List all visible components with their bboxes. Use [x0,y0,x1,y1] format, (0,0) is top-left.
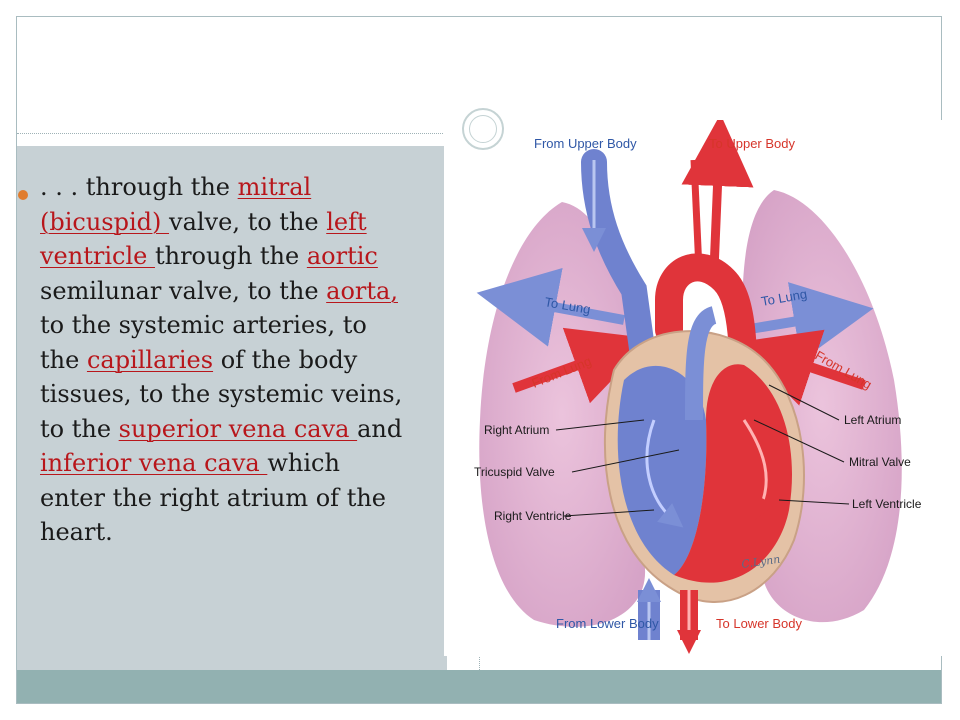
artist-signature: C.Lynn [741,553,781,571]
heart-diagram-svg: From Upper Body To Upper Body To Lung To… [474,120,922,654]
text-run: semilunar valve, to the [40,276,327,305]
label-from-lower-body: From Lower Body [556,616,659,631]
hyperlink-term[interactable]: aortic [306,242,378,270]
label-to-lower-body: To Lower Body [716,616,802,631]
label-mitral-valve: Mitral Valve [849,455,911,469]
text-run: . . . through the [40,173,238,201]
label-right-atrium: Right Atrium [484,423,549,437]
hyperlink-term[interactable]: aorta, [326,276,398,305]
hyperlink-term[interactable]: inferior vena cava [40,449,268,477]
text-run: through the [154,242,307,270]
hyperlink-term[interactable]: mitral (bicuspid) [40,173,312,236]
text-run: and [357,414,403,443]
bullet-text: . . . through the mitral (bicuspid) valv… [40,170,410,550]
left-heart [674,364,792,583]
hyperlink-term[interactable]: capillaries [86,345,214,374]
right-heart [617,365,707,575]
label-left-ventricle: Left Ventricle [852,497,922,511]
decorative-ring-icon [462,108,504,150]
heart-circulation-diagram: From Upper Body To Upper Body To Lung To… [444,120,944,656]
label-tricuspid-valve: Tricuspid Valve [474,465,555,479]
text-run: valve, to the [169,207,327,236]
hyperlink-term[interactable]: superior vena cava [118,414,358,443]
footer-bar [17,670,941,703]
text-run: which enter the right atrium of the hear… [40,449,386,546]
text-run: of the body tissues, to the systemic vei… [40,345,403,443]
label-to-upper-body: To Upper Body [709,136,795,151]
title-divider [17,133,447,134]
label-right-ventricle: Right Ventricle [494,509,572,523]
bullet-icon [18,190,28,200]
content-panel [17,146,447,670]
text-run: to the systemic arteries, to the [40,311,367,374]
label-left-atrium: Left Atrium [844,413,901,427]
hyperlink-term[interactable]: left ventricle [40,207,367,271]
label-from-upper-body: From Upper Body [534,136,637,151]
